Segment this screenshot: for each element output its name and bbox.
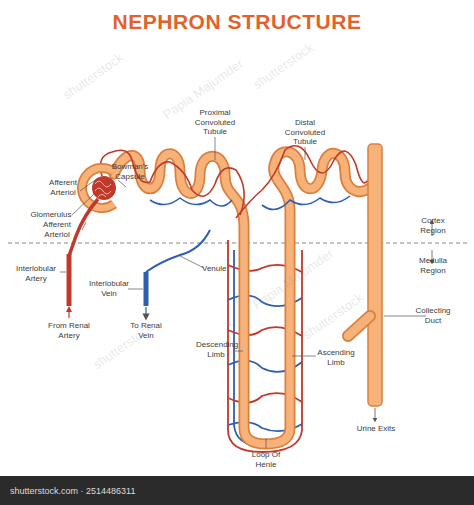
interlobular-vein: [144, 272, 149, 306]
artery-inflow-arrow: [68, 309, 69, 318]
region-label: Cortex Region: [408, 216, 458, 235]
part-label: Collecting Duct: [408, 306, 458, 325]
interlobular-artery: [67, 254, 72, 306]
part-label: Glomerulus: [26, 210, 76, 220]
afferent-arteriole: [69, 199, 98, 256]
part-label: Ascending Limb: [316, 348, 356, 367]
part-label: Interlobular Artery: [12, 264, 60, 283]
watermark: shutterstock: [60, 50, 126, 102]
watermark: shutterstock: [250, 40, 316, 92]
diagram-title: NEPHRON STRUCTURE: [0, 10, 474, 34]
collecting-duct: [348, 144, 382, 406]
part-label: Interlobular Vein: [88, 279, 130, 298]
glomerulus-loops: [95, 181, 111, 197]
renal-tubule: [114, 152, 370, 444]
part-label: Descending Limb: [196, 340, 236, 359]
urine-arrow: [375, 408, 376, 420]
part-label: Venule: [202, 264, 242, 274]
leader-lines: [60, 137, 426, 448]
watermark: shutterstock: [90, 320, 156, 372]
footer-text: shutterstock.com · 2514486311: [10, 486, 135, 496]
part-label: Proximal Convoluted Tubule: [188, 108, 242, 137]
part-label: Urine Exits: [356, 424, 396, 434]
part-label: Afferent Arteriol: [40, 178, 86, 197]
part-label: Loop Of Henle: [244, 450, 288, 469]
part-label: Distal Convoluted Tubule: [278, 118, 332, 147]
part-label: From Renal Artery: [42, 321, 96, 340]
part-label: Afferent Arteriol: [34, 220, 80, 239]
footer-bar: [0, 476, 474, 505]
vein-outflow-arrow: [145, 307, 146, 317]
region-label: Medulla Region: [408, 256, 458, 275]
part-label: Bowman's Capsule: [104, 162, 156, 181]
